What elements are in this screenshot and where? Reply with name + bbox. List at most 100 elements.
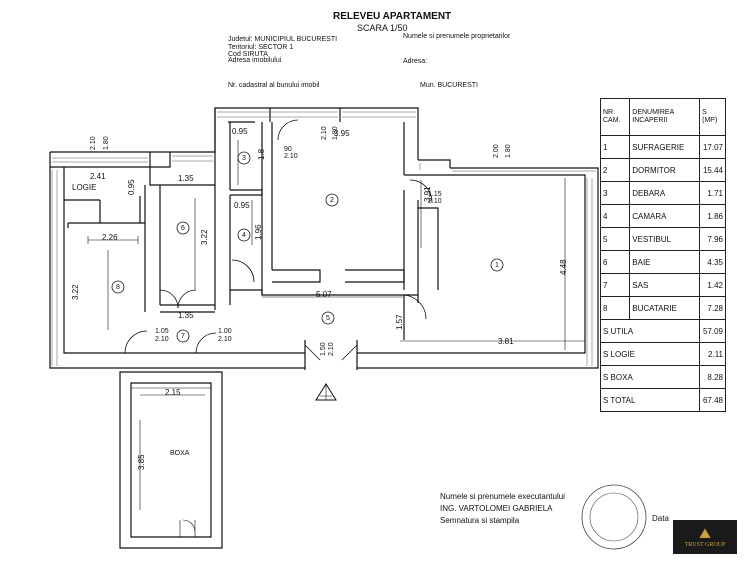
room-name: BUCATARIE xyxy=(629,296,701,320)
room-nr: 3 xyxy=(599,181,631,205)
date-label: Data xyxy=(652,514,669,523)
owner-address-label: Adresa: xyxy=(403,58,428,65)
dim-label: 0.95 xyxy=(232,127,248,136)
room-nr: 6 xyxy=(599,250,631,274)
dim-label: 2.10 xyxy=(218,336,232,343)
dim-label: 5.07 xyxy=(316,290,332,299)
territory-label: Teritoriul: SECTOR 1 xyxy=(228,44,294,51)
room-name: DORMITOR xyxy=(629,158,701,182)
room-number-6: 6 xyxy=(181,225,185,232)
room-number-5: 5 xyxy=(326,315,330,322)
room-number-4: 4 xyxy=(242,232,246,239)
room-name: BAIE xyxy=(629,250,701,274)
dim-label: 0.95 xyxy=(127,179,136,195)
dim-label: 1.05 xyxy=(155,328,169,335)
total-label: S LOGIE xyxy=(599,342,701,366)
table-header: NR. CAM. xyxy=(599,98,631,136)
dim-label: 1.00 xyxy=(218,328,232,335)
dim-label: 1.80 xyxy=(505,144,512,158)
total-value: 8.28 xyxy=(699,365,726,389)
municipality-label: Mun. BUCURESTI xyxy=(420,82,478,89)
cadastral-label: Nr. cadastral al bunului imobil xyxy=(228,82,320,89)
dim-label: 2.10 xyxy=(90,136,97,150)
dim-label: 3.81 xyxy=(498,337,514,346)
logo-icon: ⛰ xyxy=(699,527,711,542)
total-label: S TOTAL xyxy=(599,388,701,412)
dim-label: 3.95 xyxy=(334,129,350,138)
room-nr: 8 xyxy=(599,296,631,320)
room-name: CAMARA xyxy=(629,204,701,228)
executor-name: ING. VARTOLOMEI GABRIELA xyxy=(440,504,553,513)
total-label: S UTILA xyxy=(599,319,701,343)
siruta-label: Cod SIRUTA xyxy=(228,51,268,58)
boxa-width: 2.15 xyxy=(165,388,181,397)
dim-label: 2.00 xyxy=(493,144,500,158)
room-nr: 5 xyxy=(599,227,631,251)
executor-label: Numele si prenumele executantului xyxy=(440,492,565,501)
dim-label: 2.10 xyxy=(428,198,442,205)
dim-label: 1.8 xyxy=(257,148,266,160)
dim-label: 1.80 xyxy=(103,136,110,150)
room-area: 15.44 xyxy=(699,158,726,182)
dim-label: 2.10 xyxy=(321,126,328,140)
dim-label: 2.10 xyxy=(155,336,169,343)
room-nr: 7 xyxy=(599,273,631,297)
total-value: 67.48 xyxy=(699,388,726,412)
plan-title: RELEVEU APARTAMENT xyxy=(333,11,452,22)
table-header-row: NR. CAM. DENUMIREA INCAPERII S (MP) xyxy=(599,98,726,136)
address-label: Adresa imobilului xyxy=(228,57,282,64)
room-area: 1.86 xyxy=(699,204,726,228)
room-area: 1.71 xyxy=(699,181,726,205)
room-name: SUFRAGERIE xyxy=(629,135,701,159)
room-name: DEBARA xyxy=(629,181,701,205)
dim-label: 4.48 xyxy=(559,259,568,275)
dim-label: 2.41 xyxy=(90,172,106,181)
dim-label: 1.57 xyxy=(395,314,404,330)
table-header: S (MP) xyxy=(699,98,726,136)
room-number-1: 1 xyxy=(495,262,499,269)
room-number-7: 7 xyxy=(181,333,185,340)
room-area: 4.35 xyxy=(699,250,726,274)
room-area: 7.28 xyxy=(699,296,726,320)
dim-label: 2.10 xyxy=(284,153,298,160)
total-value: 57.09 xyxy=(699,319,726,343)
dim-label: 90 xyxy=(284,146,292,153)
dim-label: 3.22 xyxy=(71,284,80,300)
total-label: S BOXA xyxy=(599,365,701,389)
dim-label: 0.95 xyxy=(234,201,250,210)
room-nr: 2 xyxy=(599,158,631,182)
dim-label: 1.35 xyxy=(178,311,194,320)
room-nr: 4 xyxy=(599,204,631,228)
boxa-label: BOXA xyxy=(170,450,190,457)
plan-scale: SCARA 1/50 xyxy=(357,23,408,33)
dim-label: 1.50 xyxy=(320,342,327,356)
logie-label: LOGIE xyxy=(72,183,97,192)
room-nr: 1 xyxy=(599,135,631,159)
room-area: 1.42 xyxy=(699,273,726,297)
total-value: 2.11 xyxy=(699,342,726,366)
dim-label: 1.96 xyxy=(254,224,263,240)
room-area: 17.07 xyxy=(699,135,726,159)
room-name: SAS xyxy=(629,273,701,297)
dim-label: 1.80 xyxy=(332,126,339,140)
dim-label: 2.10 xyxy=(328,342,335,356)
room-number-8: 8 xyxy=(116,284,120,291)
room-area: 7.96 xyxy=(699,227,726,251)
dim-label: 1.35 xyxy=(178,174,194,183)
boxa-height: 3.85 xyxy=(137,454,146,470)
dim-label: 2.26 xyxy=(102,233,118,242)
room-number-3: 3 xyxy=(242,155,246,162)
room-number-2: 2 xyxy=(330,197,334,204)
